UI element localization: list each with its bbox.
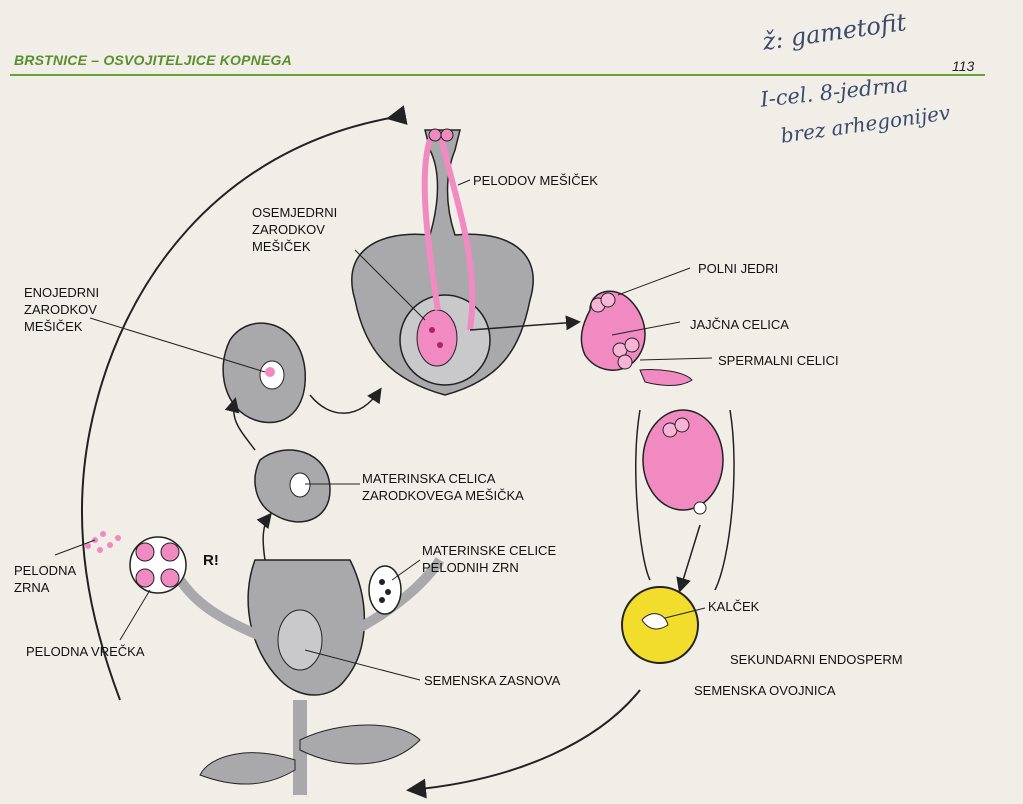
label-pelodna-zrna: PELODNA ZRNA [14, 563, 77, 595]
label-enojedrni-zarodkov-mesicek: ENOJEDRNI ZARODKOV MEŠIČEK [24, 285, 100, 334]
label-jajcna-celica: JAJČNA CELICA [690, 317, 789, 332]
label-materinska-celica: MATERINSKA CELICA ZARODKOVEGA MEŠIČKA [362, 471, 524, 503]
flower-pistil-icon [351, 128, 534, 396]
uninuclear-ovule-icon [222, 322, 306, 424]
label-materinske-celice: MATERINSKE CELICE PELODNIH ZRN [422, 543, 557, 575]
header-rule [10, 74, 985, 76]
label-semenska-ovojnica: SEMENSKA OVOJNICA [694, 683, 836, 698]
megaspore-mother-cell-ovule-icon [254, 449, 331, 523]
seed-icon [621, 586, 699, 664]
label-polni-jedri: POLNI JEDRI [698, 261, 779, 276]
cycle-arrow-bottom [406, 689, 641, 799]
label-r-mark: R! [203, 552, 219, 569]
flower-icon [165, 557, 445, 795]
fertilized-ovule-icon [635, 409, 735, 591]
page-number: 113 [952, 58, 975, 74]
embryo-sac-icon [580, 290, 693, 386]
label-pelodna-vrecka: PELODNA VREČKA [26, 644, 145, 659]
chapter-header: BRSTNICE – OSVOJITELJICE KOPNEGA [14, 52, 292, 68]
cycle-arrow-left [80, 105, 408, 701]
arrow-flower-to-mother [256, 512, 272, 561]
label-sekundarni-endosperm: SEKUNDARNI ENDOSPERM [730, 652, 903, 667]
label-spermalni-celici: SPERMALNI CELICI [718, 353, 839, 368]
arrow-mother-to-uninuclear [224, 397, 256, 451]
arrow-to-embryo-sac [469, 315, 581, 331]
pollen-sac-icon [129, 536, 187, 594]
arrow-uninuclear-to-pistil [309, 387, 382, 414]
label-semenska-zasnova: SEMENSKA ZASNOVA [424, 673, 561, 688]
arrow-ovule-to-seed [676, 524, 701, 593]
label-pelodov-mesicek: PELODOV MEŠIČEK [473, 173, 598, 188]
label-kalcek: KALČEK [708, 599, 760, 614]
leader-lines [54, 179, 713, 681]
label-osemjedrni-zarodkov-mesicek: OSEMJEDRNI ZARODKOV MEŠIČEK [252, 205, 338, 254]
anther-icon [368, 565, 402, 615]
